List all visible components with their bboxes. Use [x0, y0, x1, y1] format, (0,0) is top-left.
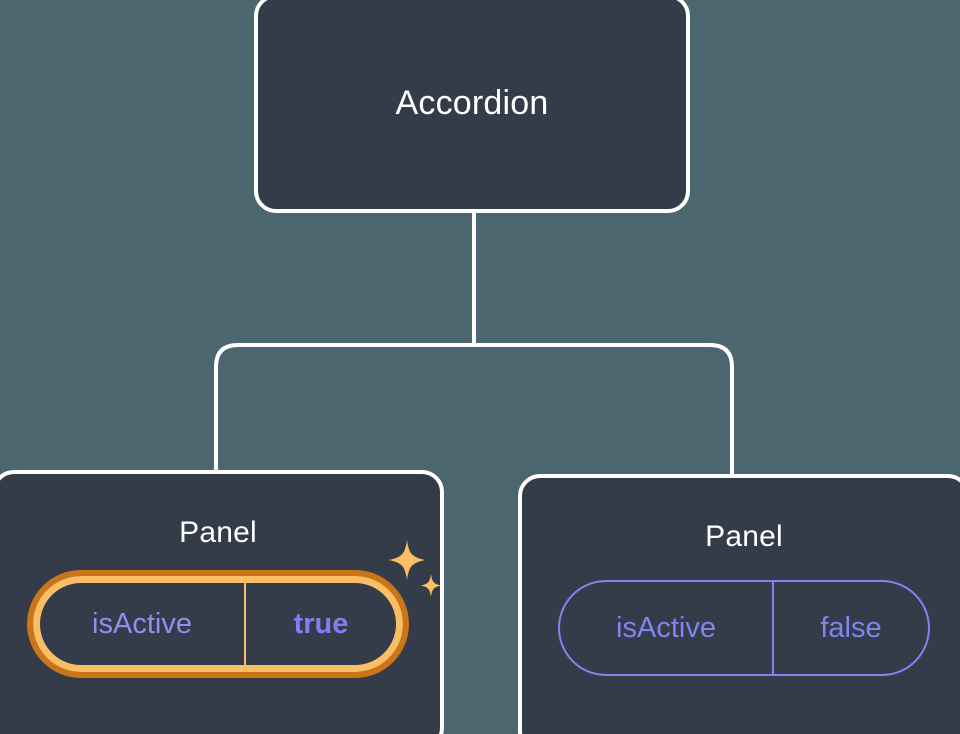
prop-value: false — [772, 582, 928, 674]
prop-value: true — [244, 583, 396, 665]
prop-pill-active[interactable]: isActive true — [33, 576, 403, 672]
node-title: Accordion — [395, 84, 549, 122]
node-panel-inactive[interactable]: Panel isActive false — [518, 474, 960, 734]
prop-pill-inactive[interactable]: isActive false — [558, 580, 930, 676]
prop-key: isActive — [616, 611, 716, 644]
node-title: Panel — [179, 516, 257, 549]
prop-key: isActive — [92, 607, 192, 640]
node-panel-active[interactable]: Panel isActive true — [0, 470, 444, 734]
connector-child-bus — [214, 343, 734, 478]
node-title: Panel — [705, 520, 783, 553]
node-accordion[interactable]: Accordion — [254, 0, 690, 213]
